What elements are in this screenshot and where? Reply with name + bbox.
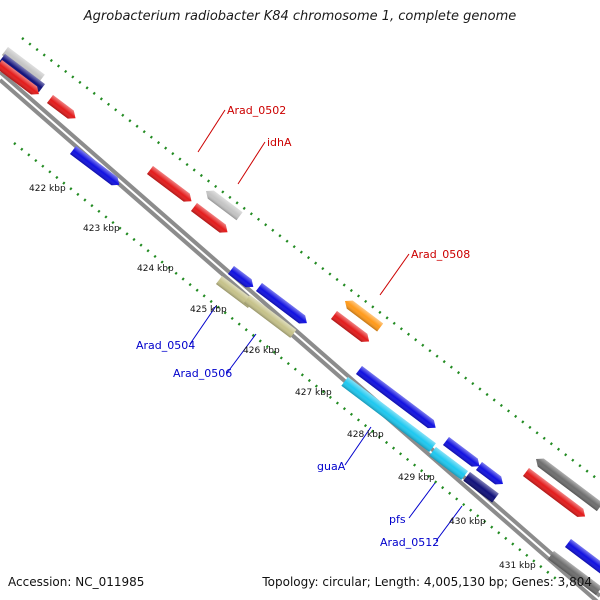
kbp-label-426: 426 kbp xyxy=(243,346,280,356)
label-leaders xyxy=(189,109,463,542)
genome-summary-text: Topology: circular; Length: 4,005,130 bp… xyxy=(262,575,592,589)
gene-label-arad-0504[interactable]: Arad_0504 xyxy=(136,339,195,352)
map-title: Agrobacterium radiobacter K84 chromosome… xyxy=(83,9,517,24)
accession-text: Accession: NC_011985 xyxy=(8,575,145,589)
gene-label-arad-0502[interactable]: Arad_0502 xyxy=(227,104,286,117)
gene-features xyxy=(0,47,600,596)
backbone-outer xyxy=(0,70,600,598)
kbp-label-427: 427 kbp xyxy=(295,388,332,398)
gene-name-labels: Arad_0502 idhA Arad_0508 Arad_0504 Arad_… xyxy=(136,104,470,549)
gene-label-arad-0508[interactable]: Arad_0508 xyxy=(411,248,470,261)
kbp-label-424: 424 kbp xyxy=(137,264,174,274)
gene-label-arad-0512[interactable]: Arad_0512 xyxy=(380,536,439,549)
kbp-label-430: 430 kbp xyxy=(449,517,486,527)
gene-label-guaa[interactable]: guaA xyxy=(317,460,346,473)
kbp-label-425: 425 kbp xyxy=(190,305,227,315)
kbp-labels: 422 kbp 423 kbp 424 kbp 425 kbp 426 kbp … xyxy=(29,184,536,571)
kbp-label-428: 428 kbp xyxy=(347,430,384,440)
outer-tick-track xyxy=(21,37,597,479)
gene-label-idha[interactable]: idhA xyxy=(267,136,292,149)
kbp-label-431: 431 kbp xyxy=(499,561,536,571)
kbp-label-423: 423 kbp xyxy=(83,224,120,234)
gene-label-pfs[interactable]: pfs xyxy=(389,513,406,526)
kbp-label-429: 429 kbp xyxy=(398,473,435,483)
gene-label-arad-0506[interactable]: Arad_0506 xyxy=(173,367,232,380)
kbp-label-422: 422 kbp xyxy=(29,184,66,194)
